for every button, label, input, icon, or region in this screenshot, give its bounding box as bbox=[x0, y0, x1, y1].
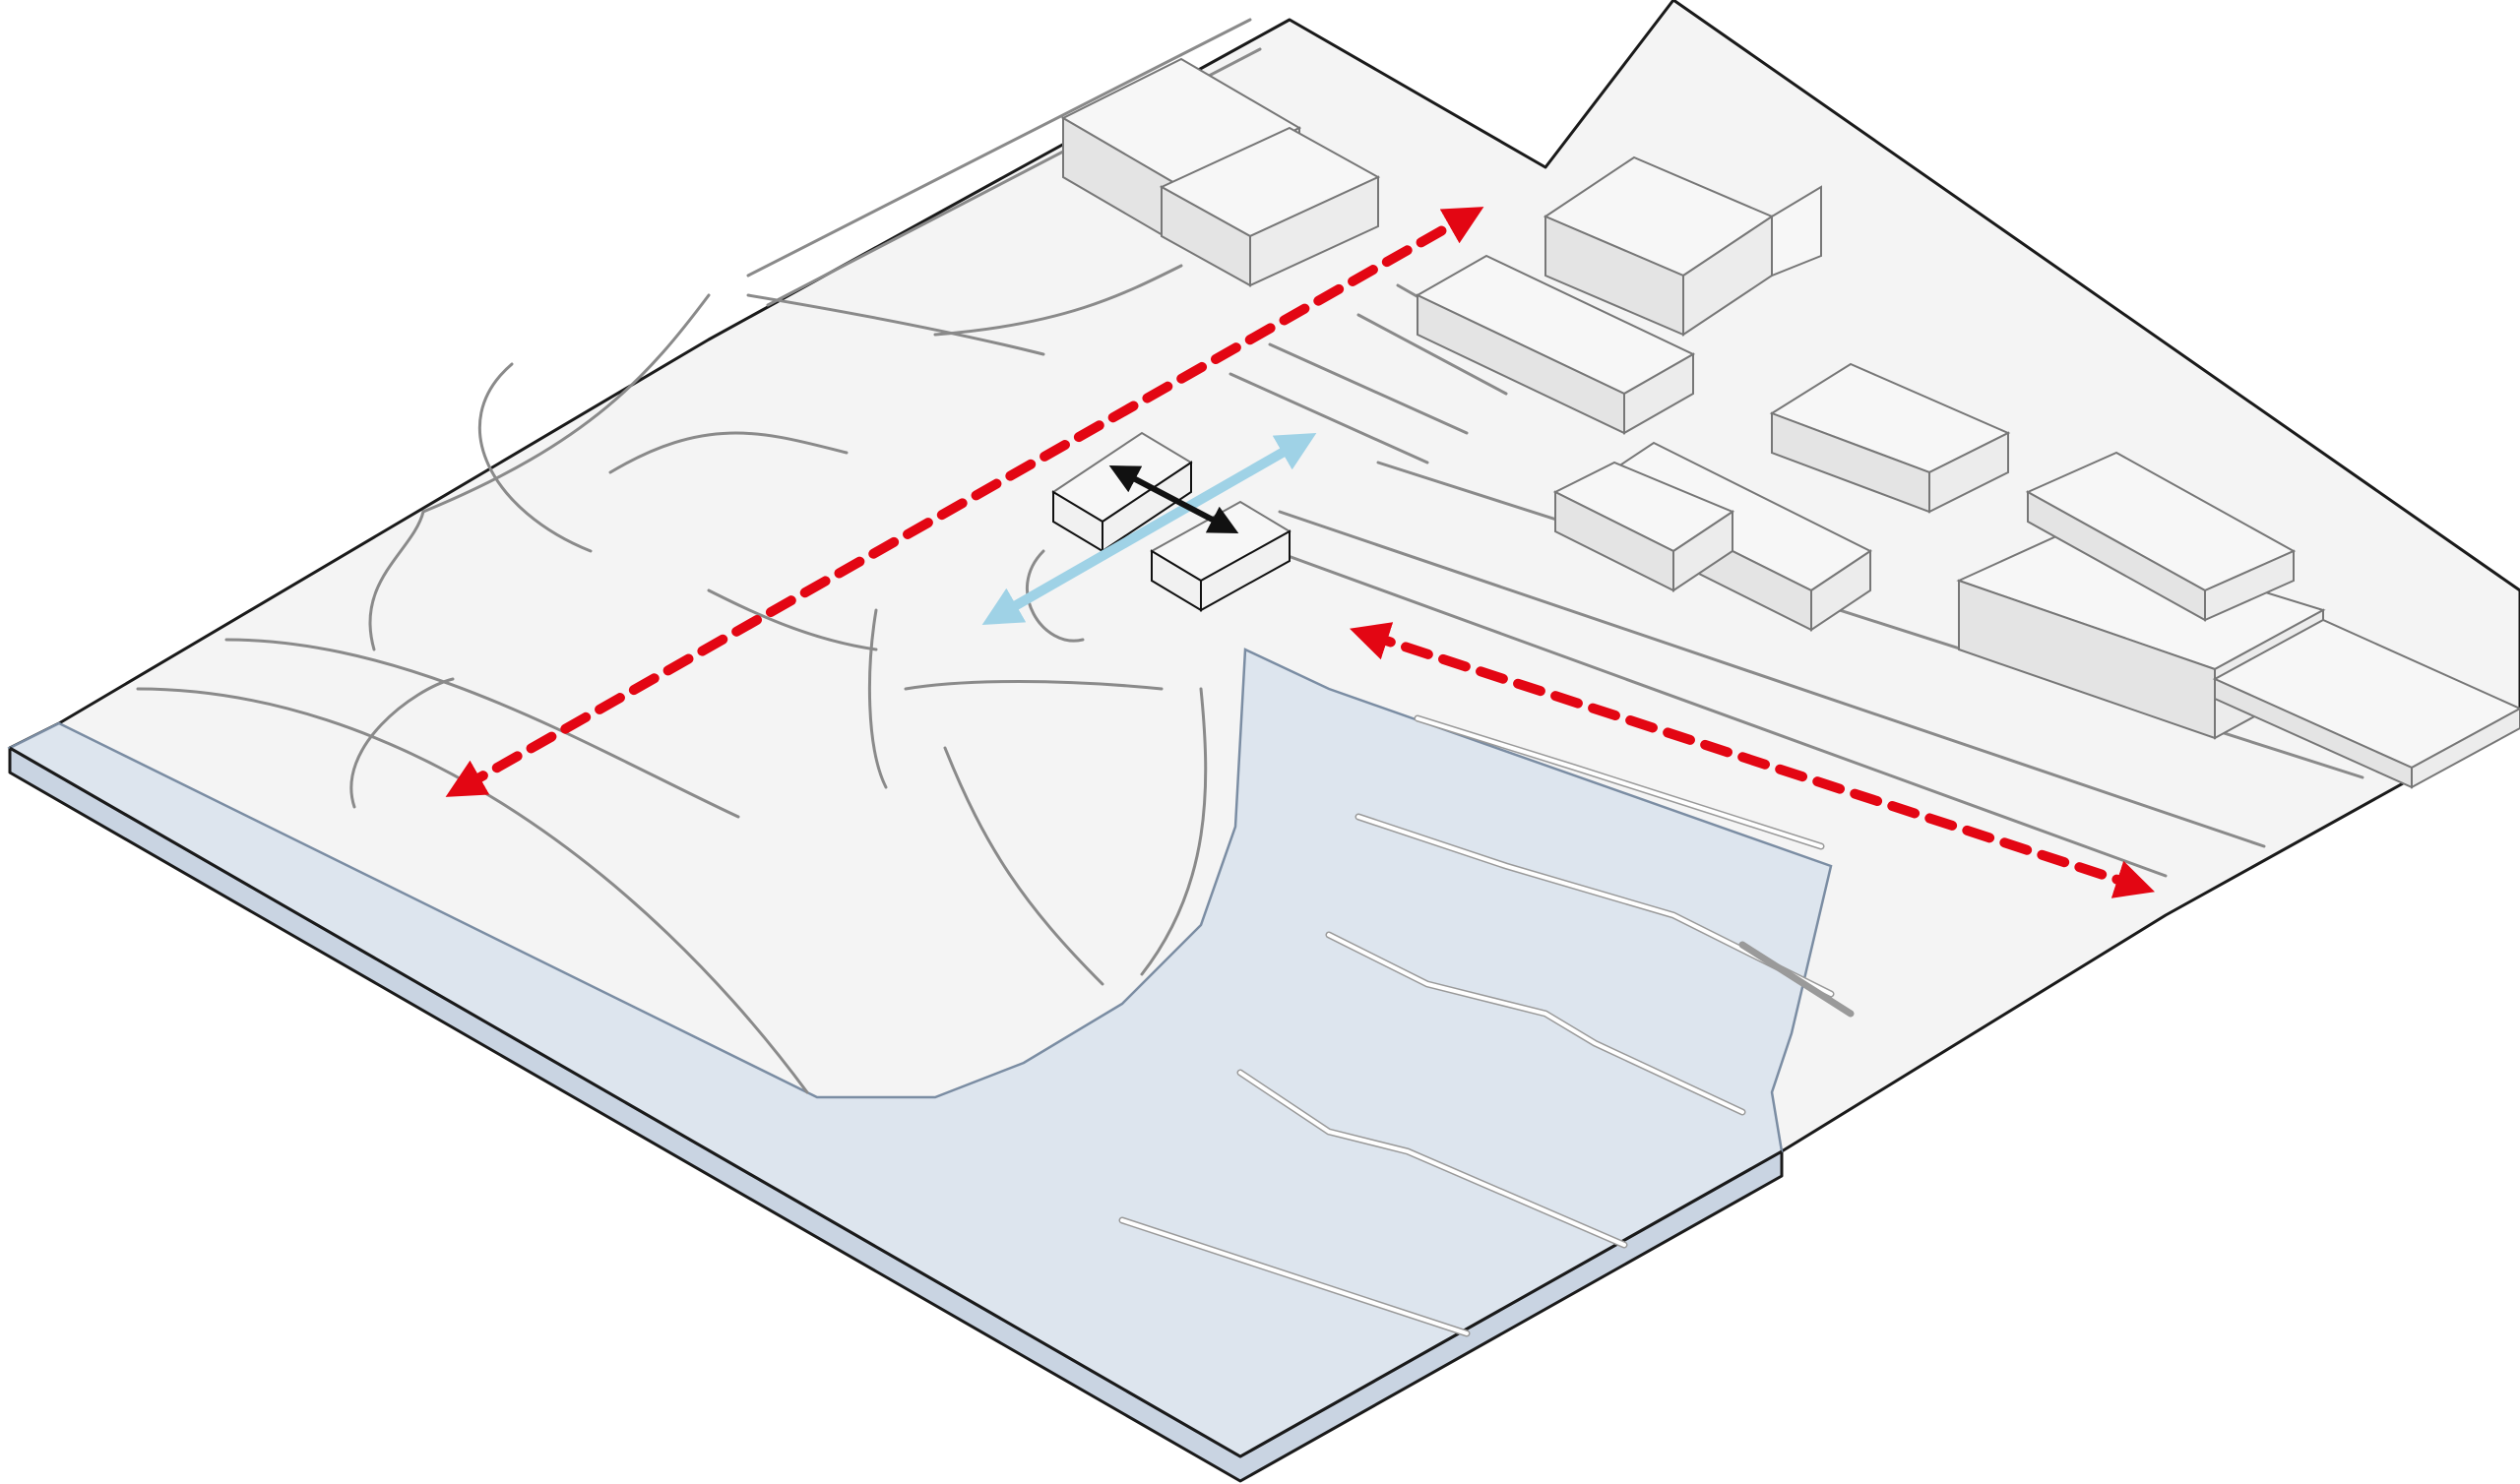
park-path bbox=[368, 510, 425, 651]
church bbox=[1543, 155, 1822, 337]
pier-connector bbox=[1738, 941, 1855, 1018]
park-path bbox=[136, 687, 809, 1094]
building-block bbox=[2025, 451, 2297, 622]
pier-main bbox=[1238, 1071, 1626, 1247]
building-block bbox=[2212, 618, 2520, 789]
park-path bbox=[349, 677, 455, 809]
pier-main bbox=[1327, 933, 1744, 1114]
breakwater bbox=[1120, 1218, 1469, 1335]
building-link-arrow bbox=[1108, 465, 1239, 533]
building-block bbox=[1552, 461, 1735, 592]
movement-arrows bbox=[445, 207, 2156, 898]
major-route-north-arrow bbox=[445, 207, 1484, 797]
major-route-south-arrow bbox=[1349, 622, 2156, 898]
building-block bbox=[1769, 362, 2011, 514]
